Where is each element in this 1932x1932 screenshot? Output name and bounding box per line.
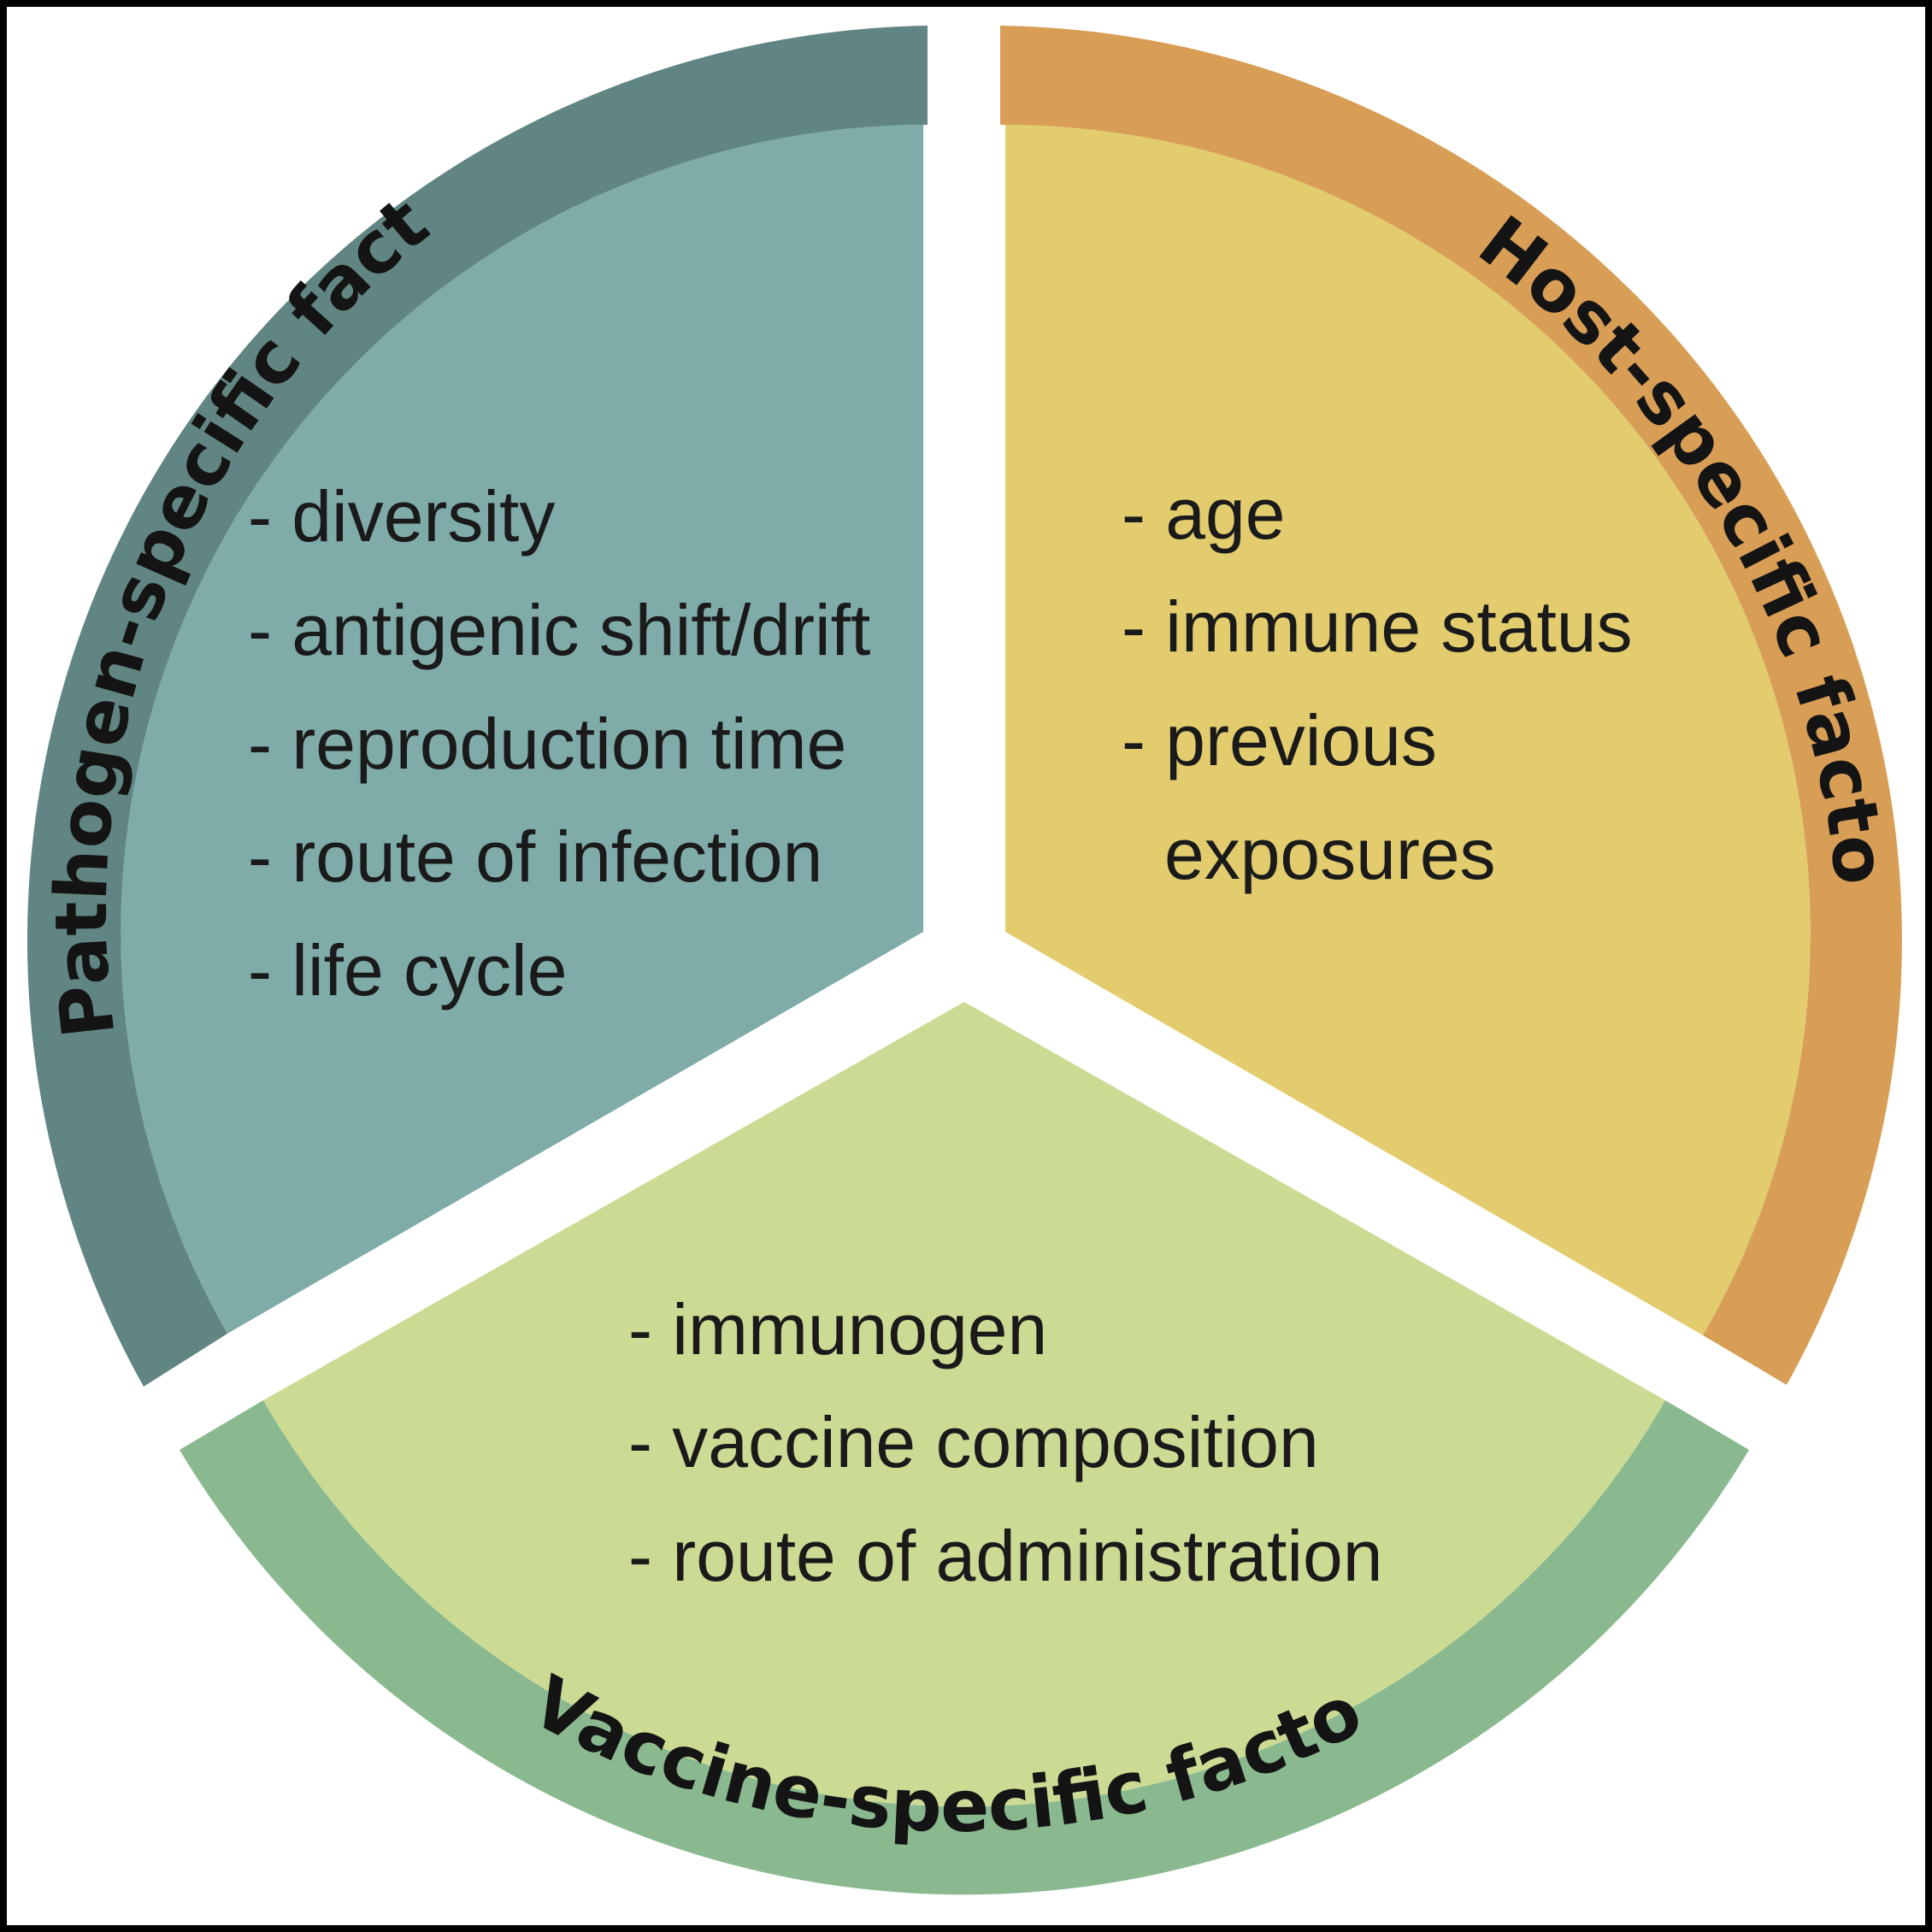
pathogen-item-5: - life cycle (248, 930, 567, 1010)
host-item-4: exposures (1164, 814, 1496, 894)
pathogen-fill (121, 125, 923, 1334)
pathogen-item-1: - diversity (248, 476, 555, 557)
vaccine-item-1: - immunogen (628, 1289, 1047, 1369)
vaccine-item-3: - route of administration (628, 1516, 1382, 1596)
host-fill (1005, 125, 1811, 1335)
host-item-1: - age (1122, 474, 1285, 554)
vaccine-items: - immunogen - vaccine composition - rout… (628, 1289, 1382, 1596)
vaccine-item-2: - vaccine composition (628, 1402, 1319, 1482)
vaccine-ring (180, 1400, 1749, 1895)
host-item-2: - immune status (1122, 586, 1633, 667)
vaccine-fill (263, 1002, 1665, 1807)
pathogen-item-3: - reproduction time (248, 704, 846, 784)
host-item-3: - previous (1122, 700, 1437, 780)
pathogen-item-4: - route of infection (248, 816, 822, 897)
host-ring (1000, 26, 1902, 1385)
pathogen-items: - diversity - antigenic shift/drift - re… (248, 476, 870, 1010)
pathogen-item-2: - antigenic shift/drift (248, 590, 870, 670)
pathogen-ring (27, 26, 928, 1387)
host-items: - age - immune status - previous exposur… (1122, 474, 1633, 894)
